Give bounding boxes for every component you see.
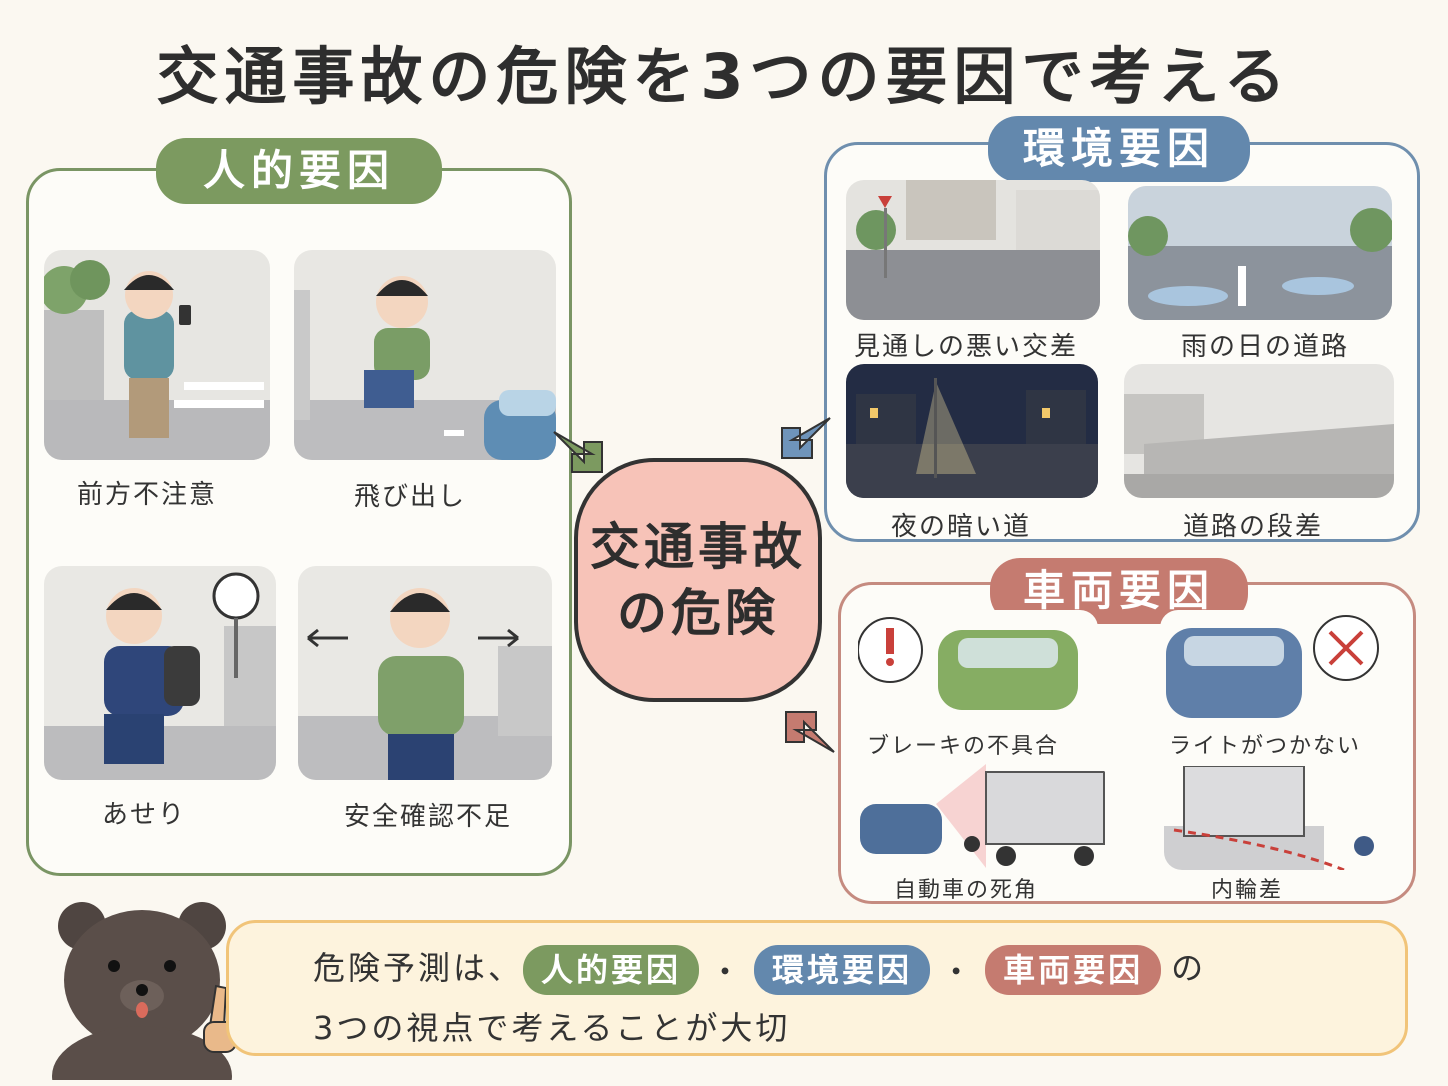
summary-pill-environment: 環境要因 — [754, 945, 931, 995]
environment-label-road-step: 道路の段差 — [1182, 512, 1323, 542]
summary-dot-1: ・ — [709, 953, 745, 991]
summary-pill-human: 人的要因 — [523, 945, 700, 995]
human-factors-heading: 人的要因 — [156, 138, 442, 204]
human-tile-inattention — [44, 250, 270, 460]
summary-prefix: 危険予測は、 — [313, 949, 524, 987]
summary-dot-2: ・ — [940, 953, 976, 991]
vehicle-tile-inner-wheel — [1164, 766, 1394, 870]
page-title: 交通事故の危険を3つの要因で考える — [156, 40, 1292, 113]
center-line-1: 交通事故 — [590, 518, 806, 576]
arrow-environment-to-center — [781, 417, 831, 459]
vehicle-tile-blind-spot — [856, 764, 1108, 868]
arrow-vehicle-to-center — [785, 711, 835, 753]
summary-suffix: の — [1171, 949, 1207, 987]
vehicle-label-headlight: ライトがつかない — [1168, 734, 1361, 759]
summary-line-2: 3つの視点で考えることが大切 — [313, 1009, 791, 1047]
arrow-human-to-center — [553, 431, 603, 473]
environment-tile-rainy-road — [1128, 186, 1392, 320]
environment-label-dark-road: 夜の暗い道 — [890, 512, 1031, 542]
human-label-safety-check: 安全確認不足 — [343, 802, 512, 832]
vehicle-label-brake: ブレーキの不具合 — [866, 734, 1059, 759]
center-line-2: の危険 — [617, 584, 779, 642]
human-label-inattention: 前方不注意 — [76, 480, 217, 510]
human-label-dashing-out: 飛び出し — [353, 482, 466, 512]
human-tile-safety-check — [298, 566, 552, 780]
environment-tile-dark-road — [846, 364, 1098, 498]
human-tile-haste — [44, 566, 276, 780]
vehicle-tile-brake — [858, 610, 1098, 722]
vehicle-label-blind-spot: 自動車の死角 — [893, 878, 1038, 903]
summary-pill-vehicle: 車両要因 — [985, 945, 1162, 995]
center-accident-risk: 交通事故 の危険 — [574, 458, 822, 702]
environment-label-rainy-road: 雨の日の道路 — [1180, 332, 1349, 362]
human-tile-dashing-out — [294, 250, 556, 460]
summary-box: 危険予測は、人的要因・環境要因・車両要因の 3つの視点で考えることが大切 — [226, 920, 1408, 1056]
summary-line-1: 危険予測は、人的要因・環境要因・車両要因の — [313, 943, 1206, 995]
bear-mascot-icon — [52, 902, 237, 1080]
environment-factors-heading: 環境要因 — [988, 116, 1250, 182]
human-label-haste: あせり — [101, 800, 186, 830]
vehicle-tile-headlight — [1160, 610, 1400, 722]
environment-tile-road-step — [1124, 364, 1394, 498]
vehicle-label-inner-wheel: 内輪差 — [1210, 878, 1283, 903]
environment-tile-blind-intersection — [846, 180, 1100, 320]
